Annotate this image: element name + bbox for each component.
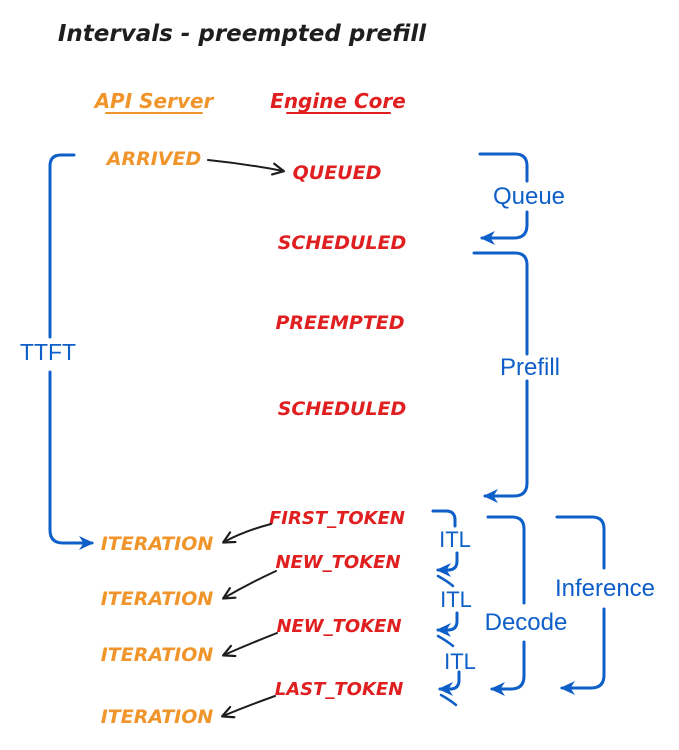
arrow-new-token-2-to-iteration <box>221 632 278 658</box>
queue-bracket-arrow <box>480 210 529 245</box>
label-queue: Queue <box>493 183 565 210</box>
event-first-token: FIRST_TOKEN <box>269 508 405 529</box>
itl-1-bracket-arrow <box>436 551 459 577</box>
itl-3-arrow-tail <box>439 693 458 707</box>
api-server-header: API Server <box>93 89 215 113</box>
label-prefill: Prefill <box>500 354 560 381</box>
itl-1-arrow-tail <box>436 574 455 588</box>
queue-bracket-top <box>478 152 529 183</box>
event-queued: QUEUED <box>293 162 382 184</box>
decode-bracket-top <box>486 515 526 605</box>
itl-3-bracket-arrow <box>438 670 461 696</box>
inference-bracket-arrow <box>560 607 606 695</box>
arrow-new-token-1-to-iteration <box>222 570 277 600</box>
label-itl-3: ITL <box>444 649 476 674</box>
event-scheduled-1: SCHEDULED <box>278 232 407 254</box>
event-new-token-1: NEW_TOKEN <box>275 552 400 573</box>
engine-core-header: Engine Core <box>270 89 406 113</box>
event-arrived: ARRIVED <box>105 148 202 170</box>
itl-2-arrow-tail <box>436 634 455 648</box>
event-iteration-3: ITERATION <box>101 644 214 666</box>
label-ttft: TTFT <box>20 339 76 365</box>
arrow-arrived-to-queued <box>207 159 286 176</box>
event-iteration-2: ITERATION <box>101 588 214 610</box>
itl-2-bracket-arrow <box>436 611 459 637</box>
label-itl-1: ITL <box>439 527 471 552</box>
event-new-token-2: NEW_TOKEN <box>276 616 401 637</box>
decode-bracket-arrow <box>490 640 526 696</box>
inference-bracket-top <box>555 515 606 570</box>
itl-1-bracket-top <box>431 509 457 528</box>
prefill-bracket-top <box>472 251 529 356</box>
interval-brackets <box>48 152 606 707</box>
prefill-bracket-arrow <box>483 379 529 503</box>
api-server-column: API Server ARRIVED ITERATION ITERATION I… <box>93 89 215 728</box>
label-itl-2: ITL <box>440 587 472 612</box>
event-scheduled-2: SCHEDULED <box>278 398 407 420</box>
label-decode: Decode <box>485 609 568 636</box>
event-preempted: PREEMPTED <box>275 312 404 334</box>
event-iteration-4: ITERATION <box>101 706 214 728</box>
interval-labels: TTFT Queue Prefill ITL ITL ITL Decode In… <box>20 183 655 674</box>
arrow-last-token-to-iteration <box>220 695 276 719</box>
event-iteration-1: ITERATION <box>101 533 214 555</box>
engine-core-column: Engine Core QUEUED SCHEDULED PREEMPTED S… <box>269 89 406 700</box>
event-transition-arrows <box>207 159 286 719</box>
event-last-token: LAST_TOKEN <box>275 679 404 700</box>
ttft-bracket-arrow <box>48 370 94 550</box>
diagram-title: Intervals - preempted prefill <box>58 21 427 47</box>
ttft-bracket-top <box>48 153 76 339</box>
arrow-first-token-to-iteration <box>222 523 272 544</box>
label-inference: Inference <box>555 575 655 602</box>
